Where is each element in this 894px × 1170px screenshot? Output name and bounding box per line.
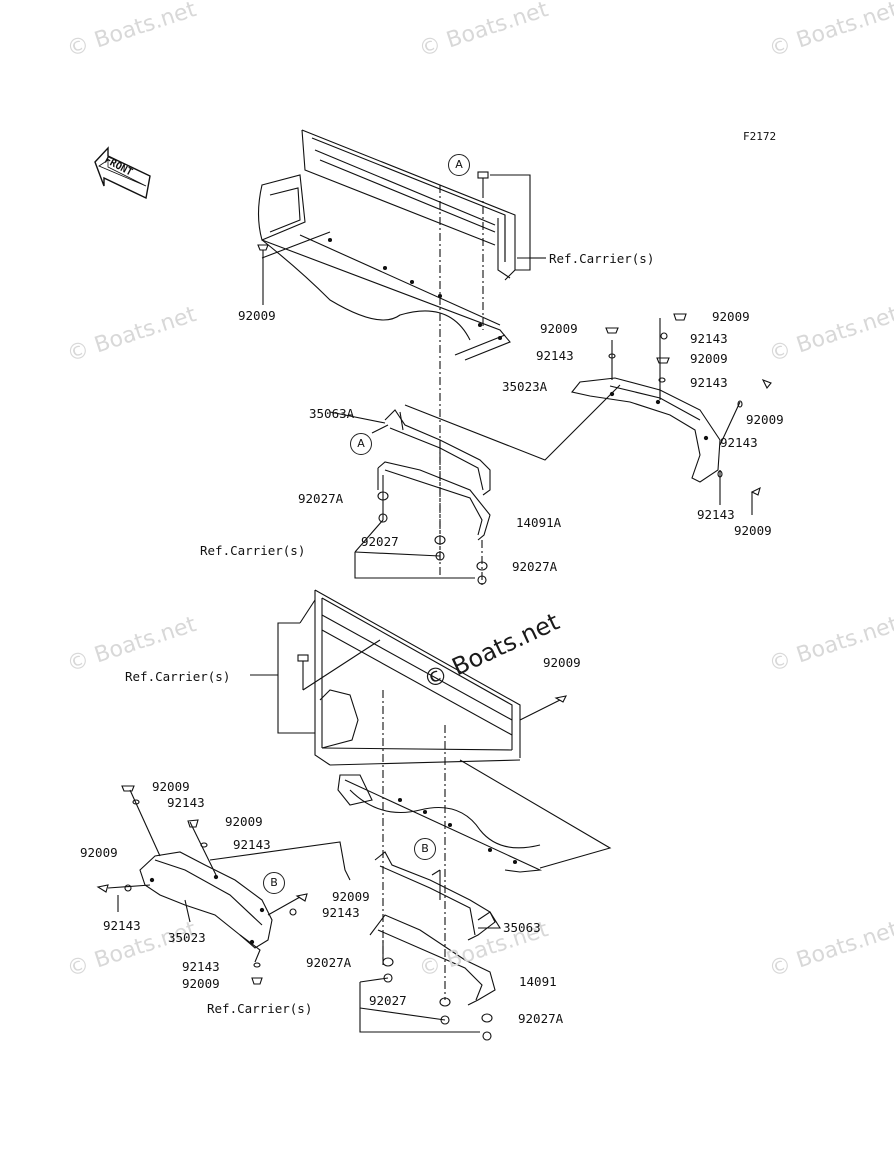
bottom-carrier-body [314, 589, 543, 873]
callout-label: 92143 [536, 348, 574, 363]
callout-label: 14091A [516, 515, 562, 530]
callout-label: 92009 [543, 655, 581, 670]
callout-label: Ref.Carrier(s) [125, 669, 231, 684]
washer-icon [289, 908, 297, 916]
washer-icon [737, 400, 743, 408]
callout-label: 92009 [540, 321, 578, 336]
callout-label: 35023A [502, 379, 548, 394]
callout-label: 92009 [80, 845, 118, 860]
washer-icon [481, 1013, 493, 1041]
callout-label: 92009 [182, 976, 220, 991]
callout-label: 35063A [309, 406, 355, 421]
washer-icon [377, 491, 389, 523]
rivet-icon [121, 785, 135, 792]
bracket-35063A [384, 409, 491, 496]
washer-icon [132, 799, 140, 805]
bolt-icon [297, 654, 309, 690]
rivet-icon [605, 327, 619, 334]
washer-icon [608, 353, 616, 359]
callout-label: 92009 [152, 779, 190, 794]
washer-icon [200, 842, 208, 848]
callout-label: 92027 [361, 534, 399, 549]
rivet-icon [295, 893, 308, 902]
ref-marker-b: B [263, 872, 285, 894]
rivet-icon [673, 313, 687, 321]
callout-label: 92009 [746, 412, 784, 427]
washer-icon [660, 332, 668, 340]
washer-icon [439, 997, 451, 1025]
rivet-icon [656, 357, 670, 364]
guard-14091A [377, 461, 491, 541]
front-arrow-icon [94, 146, 151, 200]
washer-icon [382, 957, 394, 983]
rivet-icon [257, 244, 269, 305]
callout-label: 92009 [690, 351, 728, 366]
callout-label: 35023 [168, 930, 206, 945]
ref-marker-a: A [350, 433, 372, 455]
bolt-icon [477, 171, 489, 190]
callout-label: Ref.Carrier(s) [549, 251, 655, 266]
washer-icon [717, 470, 723, 478]
fender-35023A [571, 377, 721, 483]
figure-code: F2172 [743, 130, 777, 143]
callout-label: 92143 [233, 837, 271, 852]
callout-label: 92027A [518, 1011, 564, 1026]
callout-label: 92009 [225, 814, 263, 829]
callout-label: Ref.Carrier(s) [207, 1001, 313, 1016]
callout-label: 92009 [332, 889, 370, 904]
washer-icon [253, 962, 261, 968]
rivet-icon [251, 977, 263, 985]
guard-14091 [369, 914, 496, 1006]
ref-marker-b: B [414, 838, 436, 860]
callout-label: 92143 [103, 918, 141, 933]
top-carrier-body [257, 129, 516, 361]
rivet-icon [187, 819, 199, 828]
callout-label: 92027A [512, 559, 558, 574]
callout-label: 92143 [167, 795, 205, 810]
callout-label: 92027 [369, 993, 407, 1008]
callout-label: 92009 [712, 309, 750, 324]
callout-label: 92143 [182, 959, 220, 974]
ref-marker-a: A [448, 154, 470, 176]
bracket-35063 [374, 851, 496, 941]
callout-label: 92143 [690, 331, 728, 346]
washer-icon [124, 884, 132, 892]
callout-label: 35063 [503, 920, 541, 935]
callout-label: 92027A [298, 491, 344, 506]
callout-label: 92143 [697, 507, 735, 522]
callout-label: 92009 [238, 308, 276, 323]
callout-label: 92143 [690, 375, 728, 390]
rivet-icon [96, 884, 109, 893]
callout-label: 92143 [322, 905, 360, 920]
washer-icon [658, 377, 666, 383]
callout-label: 92143 [720, 435, 758, 450]
callout-label: Ref.Carrier(s) [200, 543, 306, 558]
callout-label: 92027A [306, 955, 352, 970]
rivet-icon [761, 378, 772, 390]
callout-label: 14091 [519, 974, 557, 989]
washer-icon [476, 561, 488, 585]
callout-label: 92009 [734, 523, 772, 538]
